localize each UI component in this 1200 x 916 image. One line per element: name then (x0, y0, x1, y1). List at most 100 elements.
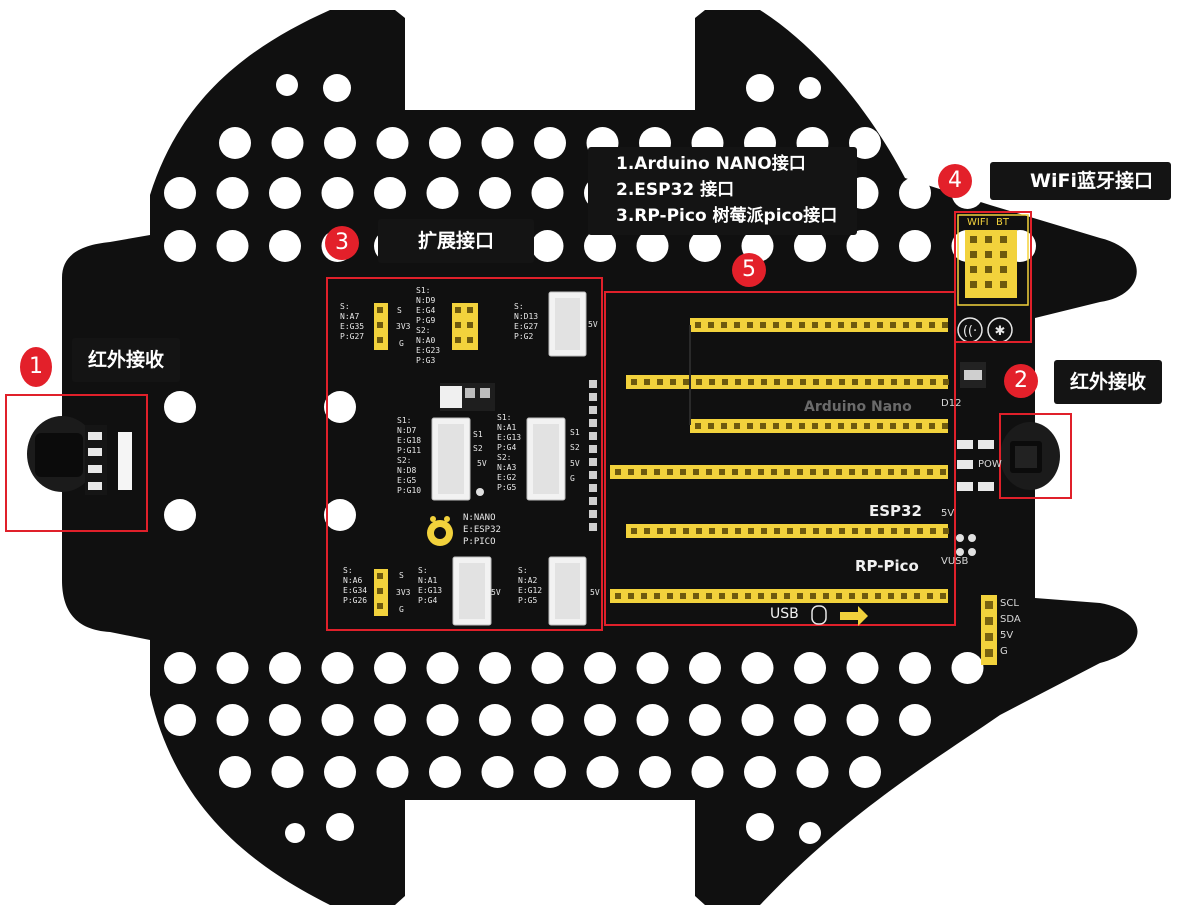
pin-socket (890, 423, 896, 429)
pin-socket (942, 322, 948, 328)
board-hole (285, 823, 305, 843)
pin-socket (628, 469, 634, 475)
wifi-pin (970, 266, 977, 273)
pin-socket (745, 469, 751, 475)
pin-socket (771, 469, 777, 475)
expansion-pin (467, 337, 473, 343)
pin-socket (797, 469, 803, 475)
pin-socket (644, 528, 650, 534)
wifi-pin (1000, 266, 1007, 273)
board-hole (321, 652, 354, 684)
pin-socket (838, 423, 844, 429)
expansion-pin (377, 337, 383, 343)
pin-s-bottom: S (399, 571, 404, 580)
board-hole (271, 127, 304, 159)
pin-socket (800, 528, 806, 534)
pin-socket (878, 379, 884, 385)
pin-socket (890, 322, 896, 328)
pin-socket (696, 528, 702, 534)
wifi-pin (985, 251, 992, 258)
board-hole (269, 704, 301, 736)
pin-socket (826, 528, 832, 534)
pin-socket (758, 469, 764, 475)
pin-socket (916, 423, 922, 429)
jst-connector-inner (555, 563, 580, 619)
board-hole (376, 127, 409, 159)
pin-socket (825, 423, 831, 429)
pin-g-bottom: G (399, 605, 404, 614)
pin-socket (904, 379, 910, 385)
pin-block-d13: S: N:D13 E:G27 P:G2 (514, 302, 539, 341)
label-esp32: ESP32 (869, 502, 922, 520)
board-hole (846, 704, 879, 736)
board-hole (324, 756, 356, 788)
board-hole (584, 230, 616, 262)
board-hole (584, 652, 616, 684)
expansion-pin (467, 307, 473, 313)
badge-2: 2 (1004, 364, 1038, 398)
wifi-pin (970, 236, 977, 243)
pin-socket (943, 379, 949, 385)
board-hole (481, 756, 514, 788)
wifi-pin (1000, 251, 1007, 258)
pin-socket (799, 423, 805, 429)
pin-socket (654, 469, 660, 475)
pin-header-strip (610, 465, 948, 479)
pin-socket (903, 322, 909, 328)
board-hole (531, 177, 564, 209)
board-hole (164, 230, 196, 262)
expansion-pin (377, 588, 383, 594)
pin-socket (693, 593, 699, 599)
pin-g-top: G (399, 339, 404, 348)
pin-socket (641, 593, 647, 599)
pin-socket (914, 469, 920, 475)
pin-socket (734, 322, 740, 328)
board-hole (689, 652, 721, 684)
board-hole (846, 652, 879, 684)
pin-socket (943, 528, 949, 534)
pin-socket (722, 528, 728, 534)
pin-3v3-top: 3V3 (396, 322, 411, 331)
pin-socket (735, 379, 741, 385)
side-pin (589, 510, 597, 518)
pin-s2-mid: S2 (473, 444, 483, 453)
small-components (440, 383, 976, 556)
board-hole (794, 230, 826, 262)
pin-socket (745, 593, 751, 599)
pin-5v-bottom-b: 5V (590, 588, 600, 597)
pin-socket (693, 469, 699, 475)
wifi-pin (985, 236, 992, 243)
label-rp-pico: RP-Pico (855, 557, 919, 575)
label-arduino-nano: Arduino Nano (804, 399, 912, 415)
side-pin (589, 432, 597, 440)
label-scl: SCL (1000, 598, 1019, 609)
badge-4: 4 (938, 164, 972, 198)
i2c-header (981, 595, 997, 665)
pin-socket (747, 423, 753, 429)
pin-socket (695, 322, 701, 328)
board-hole (799, 822, 821, 844)
highlight-ir-right (999, 413, 1072, 499)
pin-socket (680, 469, 686, 475)
board-hole (744, 756, 776, 788)
pin-socket (930, 379, 936, 385)
board-hole (164, 704, 196, 736)
pin-socket (773, 423, 779, 429)
wifi-pin (970, 251, 977, 258)
pin-s2-right: S2 (570, 443, 580, 452)
label-wifi: WIFI (967, 217, 989, 228)
wifi-pin (985, 266, 992, 273)
label-5v-board: 5V (941, 508, 955, 519)
board-hole (426, 177, 459, 209)
expansion-pin (455, 307, 461, 313)
pin-socket (799, 322, 805, 328)
pin-s1-right: S1 (570, 428, 580, 437)
pin-socket (732, 469, 738, 475)
board-hole (636, 652, 669, 684)
board-hole (899, 652, 931, 684)
pin-socket (670, 528, 676, 534)
board-hole (429, 756, 461, 788)
pin-s1-mid: S1 (473, 430, 483, 439)
pin-socket (877, 423, 883, 429)
pin-socket (823, 593, 829, 599)
